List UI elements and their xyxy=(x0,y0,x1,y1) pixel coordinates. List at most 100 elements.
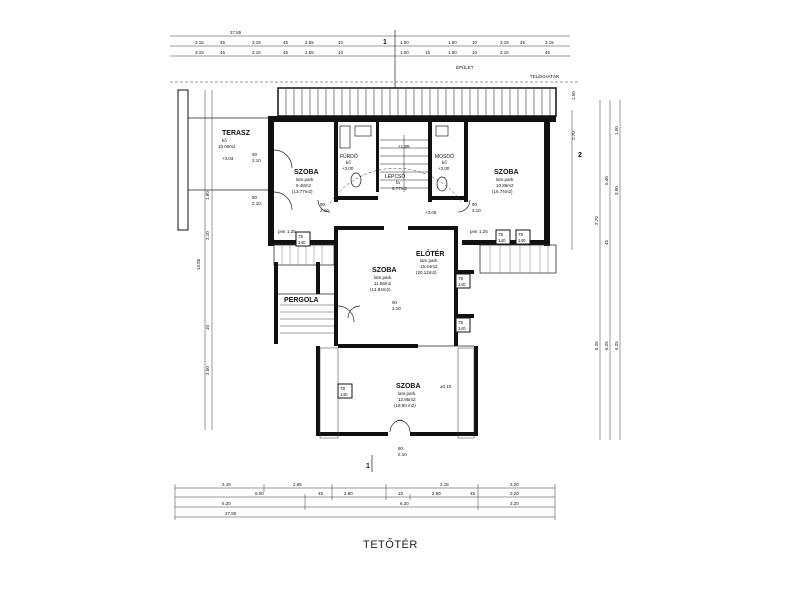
svg-text:lam.park.: lam.park. xyxy=(420,258,439,263)
svg-text:90: 90 xyxy=(320,202,326,207)
svg-text:6.30: 6.30 xyxy=(400,501,409,506)
svg-text:3.15: 3.15 xyxy=(252,40,261,45)
svg-text:6.20: 6.20 xyxy=(222,501,231,506)
svg-text:2.55: 2.55 xyxy=(305,40,314,45)
svg-text:6.25: 6.25 xyxy=(614,341,619,350)
svg-text:10: 10 xyxy=(338,40,344,45)
room-right-bedroom: SZOBA lam.park. 10.86m2 (16.74m2) xyxy=(492,169,519,194)
window-tag: 78 140 xyxy=(495,229,511,245)
svg-text:(14.84m2): (14.84m2) xyxy=(370,287,391,292)
svg-text:10: 10 xyxy=(472,50,478,55)
svg-text:3.90: 3.90 xyxy=(614,186,619,195)
bottom-step-level: ±0.10 xyxy=(440,384,452,389)
svg-text:10: 10 xyxy=(338,50,344,55)
pergola: PERGOLA xyxy=(284,297,319,304)
svg-text:3.15: 3.15 xyxy=(500,50,509,55)
svg-text:3.20: 3.20 xyxy=(510,501,519,506)
svg-text:SZOBA: SZOBA xyxy=(372,267,397,274)
parapet-right: pmr 1.25 xyxy=(470,229,488,234)
svg-text:45: 45 xyxy=(520,40,526,45)
window-tag: 78 140 xyxy=(455,273,471,289)
svg-text:+3.00: +3.00 xyxy=(342,166,354,171)
svg-text:140: 140 xyxy=(498,238,506,243)
door-tag: 90 2.10 xyxy=(398,446,407,457)
svg-text:90: 90 xyxy=(398,446,404,451)
svg-text:10.00m2: 10.00m2 xyxy=(218,144,236,149)
svg-text:45: 45 xyxy=(545,50,551,55)
svg-text:2.70: 2.70 xyxy=(571,131,576,140)
svg-text:45: 45 xyxy=(318,491,324,496)
svg-text:SZOBA: SZOBA xyxy=(396,383,421,390)
svg-text:(20.12m2): (20.12m2) xyxy=(416,270,437,275)
svg-text:kő: kő xyxy=(222,138,227,143)
svg-text:TERASZ: TERASZ xyxy=(222,130,251,137)
svg-text:3.15: 3.15 xyxy=(500,40,509,45)
door-tag: 90 2.10 xyxy=(392,300,401,311)
window-tag: 78 140 xyxy=(295,231,311,247)
svg-text:3.15: 3.15 xyxy=(195,50,204,55)
room-stair: LÉPCSŐ fa 5.77m2 +1.89 xyxy=(385,144,410,191)
svg-text:3.50: 3.50 xyxy=(205,366,210,375)
svg-text:90: 90 xyxy=(252,195,258,200)
svg-text:1.00: 1.00 xyxy=(400,50,409,55)
svg-text:1.80: 1.80 xyxy=(205,191,210,200)
top-dimension-chains: 27.85 3.15 45 3.15 45 2.55 10 1.00 1.50 … xyxy=(170,30,580,88)
svg-text:(18.90 m2): (18.90 m2) xyxy=(394,403,416,408)
svg-text:lam.park.: lam.park. xyxy=(374,275,393,280)
svg-text:lam.park.: lam.park. xyxy=(296,177,315,182)
building-label: ÉPÜLET xyxy=(456,64,474,70)
right-dimension-chain: 2.70 1.50 3.90 2.70 45 5.40 6.25 6.25 6.… xyxy=(571,91,621,440)
svg-text:140: 140 xyxy=(298,240,306,245)
svg-text:MOSDÓ: MOSDÓ xyxy=(435,153,454,160)
door-tag: 90 2.10 xyxy=(252,152,261,163)
door-tag: 90 2.10 xyxy=(252,195,261,206)
boundary-label: TELEKHATÁR xyxy=(530,73,560,79)
hall-level: +3.05 xyxy=(425,210,437,215)
svg-text:6.25: 6.25 xyxy=(594,341,599,350)
svg-text:1.50: 1.50 xyxy=(448,50,457,55)
svg-text:3.15: 3.15 xyxy=(195,40,204,45)
svg-text:5.40: 5.40 xyxy=(604,176,609,185)
svg-text:12.95m2: 12.95m2 xyxy=(398,397,416,402)
svg-text:1.50: 1.50 xyxy=(571,91,576,100)
svg-text:2.10: 2.10 xyxy=(398,452,407,457)
parapet-left: pmr 1.25 xyxy=(278,229,296,234)
svg-text:6.25: 6.25 xyxy=(604,341,609,350)
svg-text:45: 45 xyxy=(604,239,609,245)
svg-text:140: 140 xyxy=(340,392,348,397)
svg-text:2.85: 2.85 xyxy=(293,482,302,487)
building xyxy=(177,87,557,439)
svg-text:45: 45 xyxy=(283,50,289,55)
svg-text:+3.03: +3.03 xyxy=(222,156,234,161)
overall-bottom-dim: 27.85 xyxy=(225,511,237,516)
svg-text:(13.77m2): (13.77m2) xyxy=(292,189,313,194)
svg-text:13.85: 13.85 xyxy=(196,258,201,270)
svg-text:1.50: 1.50 xyxy=(614,126,619,135)
svg-text:ELŐTÉR: ELŐTÉR xyxy=(416,249,444,258)
overall-top-dim: 27.85 xyxy=(230,30,242,35)
svg-text:PERGOLA: PERGOLA xyxy=(284,297,319,304)
svg-text:140: 140 xyxy=(458,326,466,331)
svg-text:SZOBA: SZOBA xyxy=(294,169,319,176)
svg-text:kő: kő xyxy=(346,160,351,165)
svg-text:(16.74m2): (16.74m2) xyxy=(492,189,513,194)
door-tag: 90 2.10 xyxy=(472,202,481,213)
left-dimension-chain: 13.85 3.50 10 1.80 2.10 xyxy=(196,90,213,430)
svg-text:10.86m2: 10.86m2 xyxy=(496,183,514,188)
svg-text:3.15: 3.15 xyxy=(545,40,554,45)
svg-text:3.15: 3.15 xyxy=(440,482,449,487)
room-bottom-bedroom: SZOBA lam.park. 12.95m2 (18.90 m2) ±0.10 xyxy=(394,383,452,408)
svg-text:FÜRDŐ: FÜRDŐ xyxy=(340,153,358,160)
section-mark-bottom: 1 xyxy=(366,455,373,472)
svg-text:3.15: 3.15 xyxy=(222,482,231,487)
svg-text:90: 90 xyxy=(472,202,478,207)
svg-text:45: 45 xyxy=(220,40,226,45)
svg-text:78: 78 xyxy=(498,232,504,237)
svg-text:15: 15 xyxy=(425,50,431,55)
svg-text:2.10: 2.10 xyxy=(205,231,210,240)
svg-text:1.00: 1.00 xyxy=(400,40,409,45)
stair-top-level: +1.89 xyxy=(398,144,410,149)
svg-text:2.10: 2.10 xyxy=(472,208,481,213)
svg-text:78: 78 xyxy=(298,234,304,239)
